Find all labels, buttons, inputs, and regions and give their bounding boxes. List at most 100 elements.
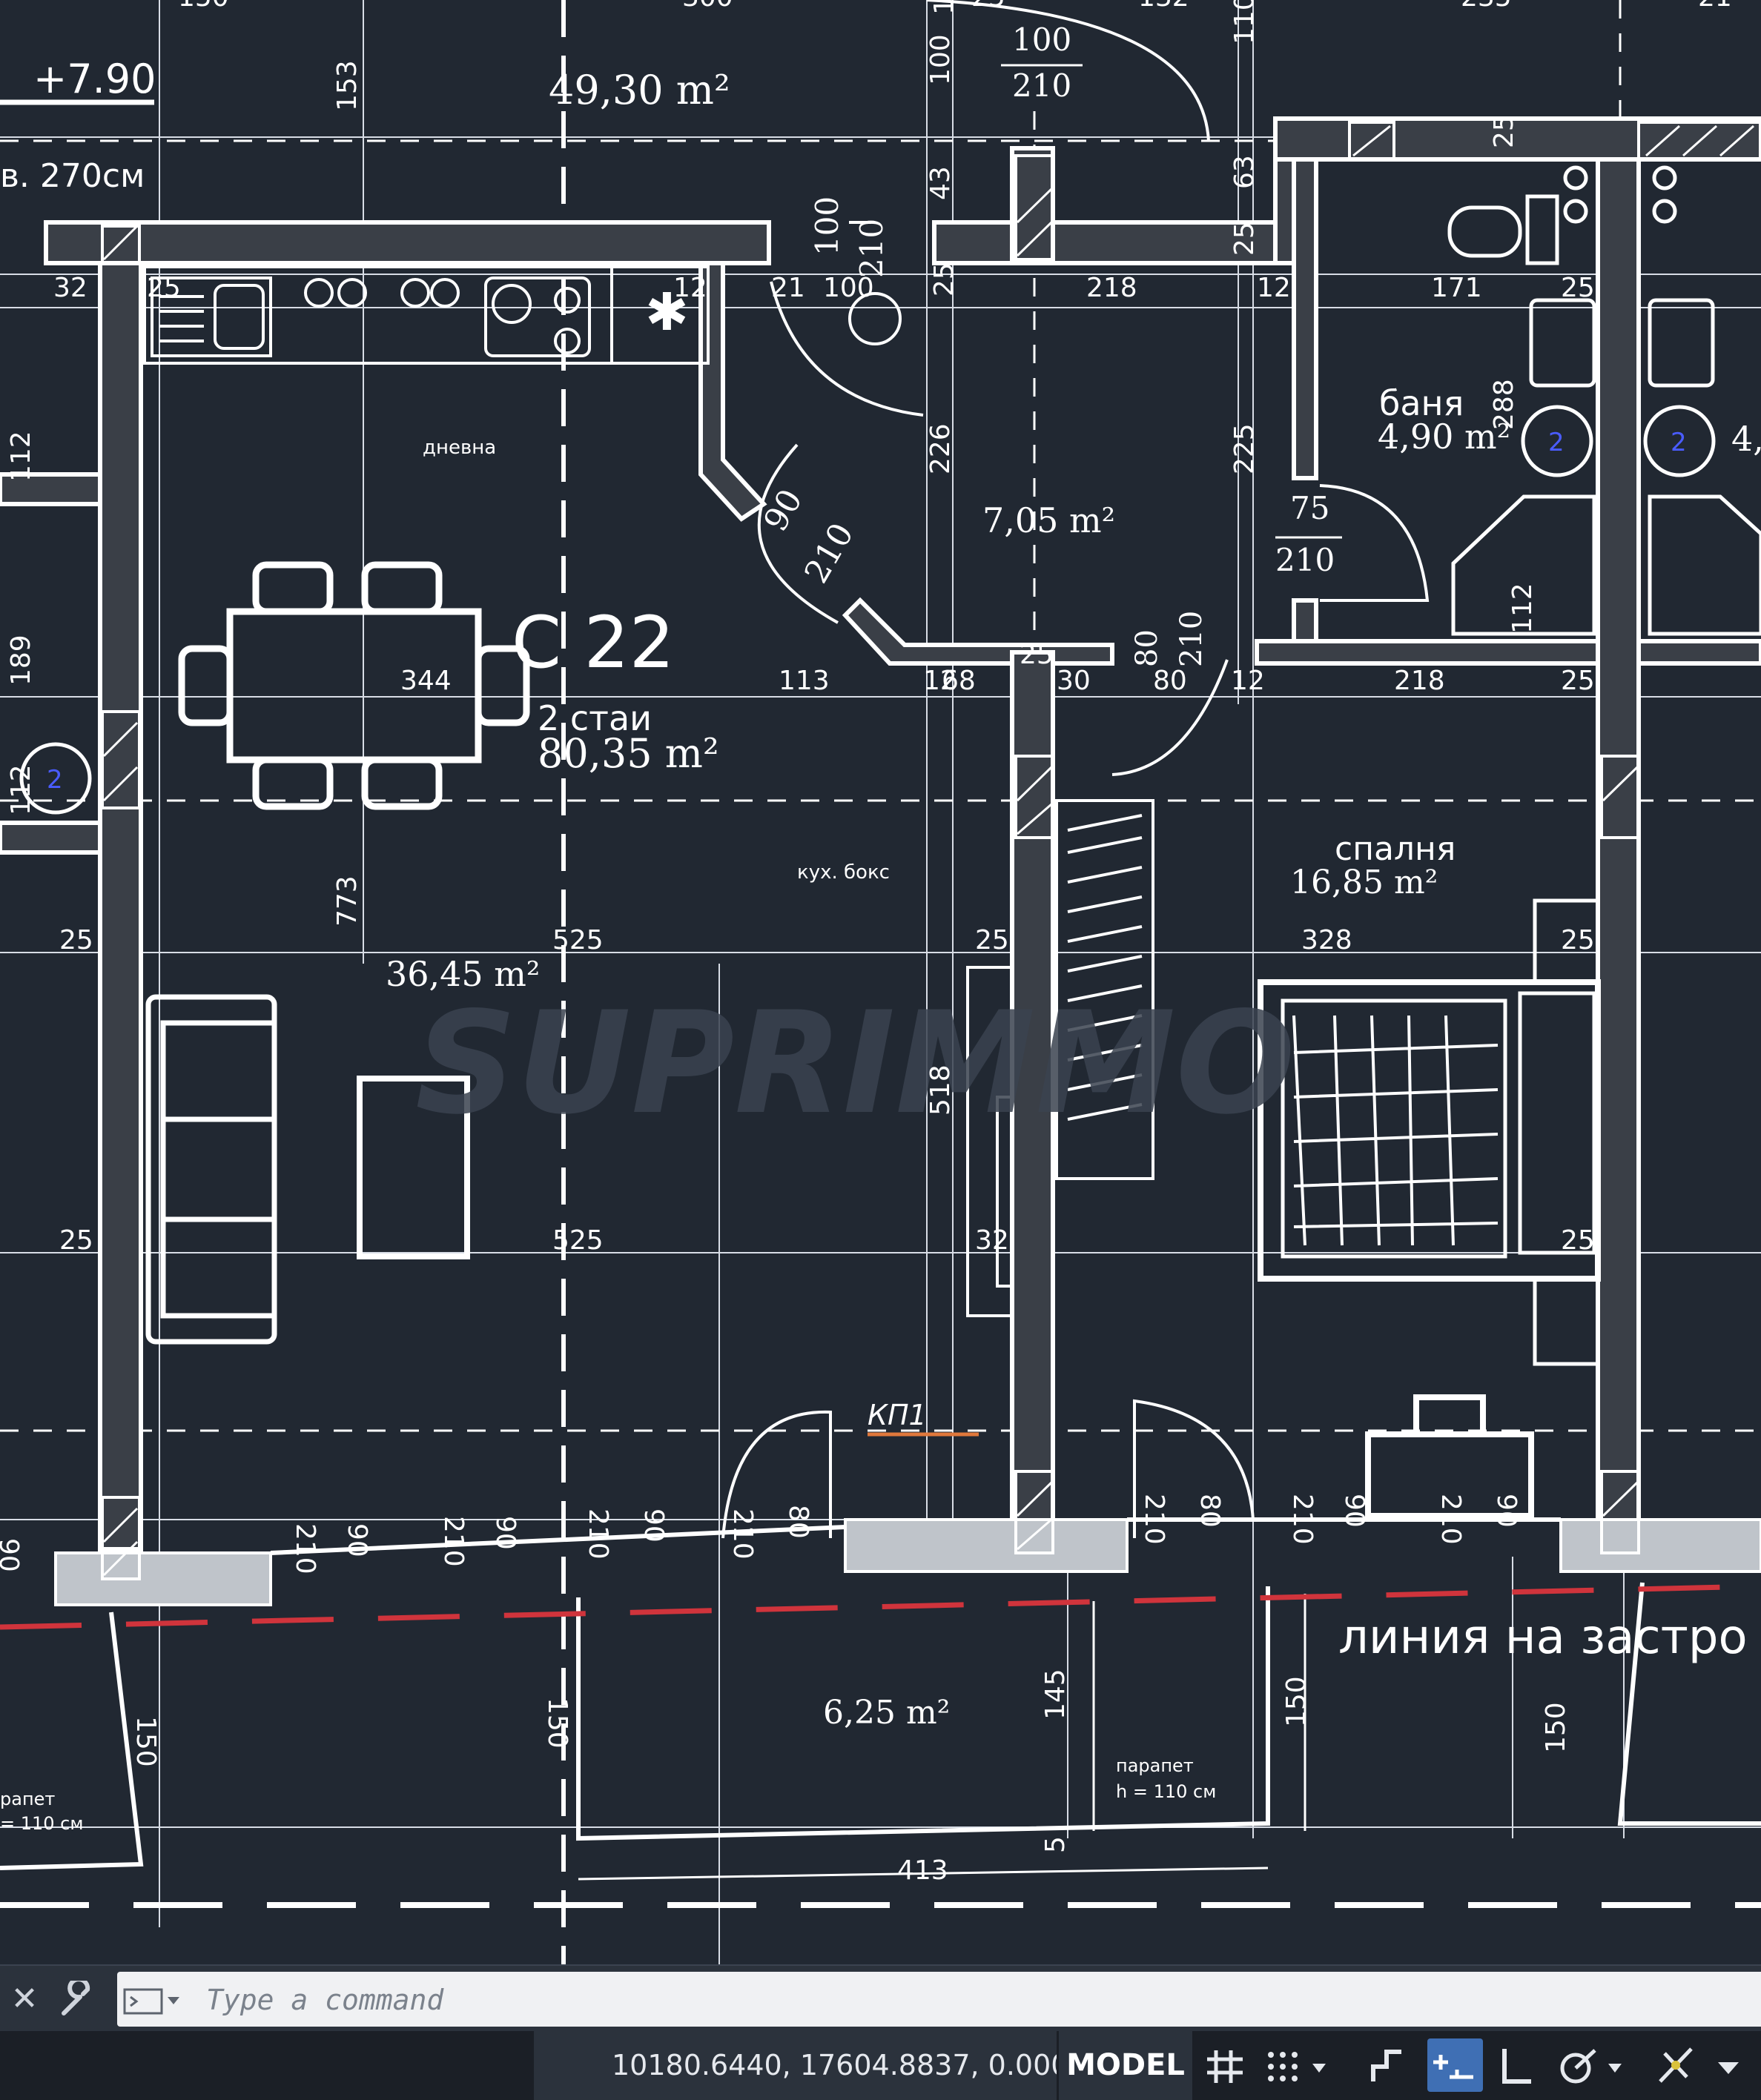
svg-text:10: 10 xyxy=(929,0,959,15)
svg-text:80: 80 xyxy=(1130,629,1164,667)
svg-text:32: 32 xyxy=(975,1225,1009,1256)
svg-text:210: 210 xyxy=(1435,1494,1466,1545)
chevron-down-icon[interactable] xyxy=(1709,2038,1754,2092)
svg-text:25: 25 xyxy=(1561,666,1595,696)
snap-mode-icon[interactable] xyxy=(1261,2038,1335,2092)
dynamic-input-icon[interactable] xyxy=(1427,2038,1483,2092)
svg-text:413: 413 xyxy=(897,1855,948,1886)
svg-text:525: 525 xyxy=(552,1225,604,1256)
grid-display-icon[interactable] xyxy=(1201,2038,1253,2092)
svg-text:12: 12 xyxy=(673,273,707,303)
infer-constraints-icon[interactable] xyxy=(1364,2038,1409,2092)
close-icon[interactable]: ✕ xyxy=(10,1980,39,2018)
object-snap-tracking-icon[interactable] xyxy=(1650,2038,1702,2092)
rooms-count: 2 стаи xyxy=(538,698,652,738)
svg-text:12: 12 xyxy=(1231,666,1265,696)
svg-text:30: 30 xyxy=(1057,666,1091,696)
svg-text:25: 25 xyxy=(59,925,93,955)
svg-text:210: 210 xyxy=(583,1508,613,1560)
wrench-icon[interactable] xyxy=(58,1977,99,2018)
svg-text:150: 150 xyxy=(178,0,229,13)
parapet-label: парапет xyxy=(1116,1755,1194,1776)
svg-text:525: 525 xyxy=(552,925,604,955)
svg-text:132: 132 xyxy=(1138,0,1189,13)
svg-text:25: 25 xyxy=(147,273,181,303)
svg-text:25: 25 xyxy=(1561,925,1595,955)
door-labels: 100 210 100 210 90 210 75 210 80 210 xyxy=(756,21,1342,667)
model-space-button[interactable]: MODEL xyxy=(1057,2031,1192,2100)
svg-text:210: 210 xyxy=(1174,611,1209,667)
svg-text:21: 21 xyxy=(1698,0,1732,13)
svg-text:210: 210 xyxy=(1275,542,1335,578)
bedroom-area: 16,85 m² xyxy=(1290,864,1438,901)
svg-text:25: 25 xyxy=(929,262,959,297)
svg-text:80: 80 xyxy=(1195,1494,1225,1528)
doors xyxy=(721,0,1430,1539)
hall-area: 7,05 m² xyxy=(982,500,1115,540)
apartment-id: С 22 xyxy=(512,601,675,684)
svg-text:210: 210 xyxy=(1139,1494,1169,1545)
dimension-grid xyxy=(0,0,1761,1964)
svg-text:150: 150 xyxy=(542,1697,572,1749)
svg-text:25: 25 xyxy=(1561,273,1595,303)
kitchen-counter xyxy=(143,221,902,365)
bath-label: баня xyxy=(1379,383,1464,423)
svg-text:75: 75 xyxy=(1290,490,1329,526)
svg-text:226: 226 xyxy=(925,423,956,474)
svg-text:25: 25 xyxy=(975,925,1009,955)
polar-tracking-icon[interactable] xyxy=(1553,2038,1631,2092)
build-line-label: линия на застро xyxy=(1338,1610,1748,1665)
svg-text:210: 210 xyxy=(853,219,890,278)
parapet-left-label: рапет xyxy=(0,1789,55,1809)
command-input[interactable] xyxy=(205,1979,1750,2021)
svg-text:68: 68 xyxy=(942,666,976,696)
section-mark: КП1 xyxy=(868,1399,927,1431)
parapet-height: h = 110 см xyxy=(1116,1781,1216,1802)
suitcase xyxy=(1365,1394,1534,1519)
ceiling-height: в. 270см xyxy=(0,157,145,195)
svg-text:210: 210 xyxy=(1012,67,1071,104)
bath-area: 4,90 m² xyxy=(1378,417,1510,457)
living-label: дневна xyxy=(423,437,496,459)
command-prompt-icon[interactable] xyxy=(123,1985,182,2015)
coordinates-readout: 10180.6440, 17604.8837, 0.0000 xyxy=(534,2031,1087,2100)
svg-text:2: 2 xyxy=(1548,428,1565,457)
walls xyxy=(0,116,1761,1606)
ortho-mode-icon[interactable] xyxy=(1494,2038,1539,2092)
svg-text:90: 90 xyxy=(490,1516,521,1550)
svg-text:100: 100 xyxy=(925,34,956,85)
dining-table xyxy=(178,561,530,810)
svg-text:218: 218 xyxy=(1394,666,1445,696)
svg-text:90: 90 xyxy=(342,1523,372,1557)
status-bar: 10180.6440, 17604.8837, 0.0000 MODEL xyxy=(0,2031,1761,2100)
living-area: 36,45 m² xyxy=(386,954,540,994)
svg-text:2: 2 xyxy=(1671,428,1687,457)
svg-text:12: 12 xyxy=(923,666,957,696)
svg-text:328: 328 xyxy=(1301,925,1352,955)
svg-text:90: 90 xyxy=(1491,1494,1522,1528)
svg-text:300: 300 xyxy=(682,0,733,13)
svg-text:113: 113 xyxy=(779,666,830,696)
svg-text:110: 110 xyxy=(1229,0,1260,44)
svg-text:344: 344 xyxy=(400,666,452,696)
total-area: 80,35 m² xyxy=(538,730,719,777)
watermark: SUPRIMMO xyxy=(415,981,1295,1145)
svg-text:171: 171 xyxy=(1431,273,1482,303)
svg-text:112: 112 xyxy=(1507,583,1538,634)
command-input-wrap xyxy=(117,1972,1761,2027)
svg-text:25: 25 xyxy=(1020,640,1054,670)
svg-text:25: 25 xyxy=(59,1225,93,1256)
svg-text:112: 112 xyxy=(6,431,36,482)
svg-text:80: 80 xyxy=(1153,666,1187,696)
svg-text:210: 210 xyxy=(438,1516,469,1567)
svg-text:210: 210 xyxy=(290,1523,320,1574)
drawing-canvas[interactable]: ✱ xyxy=(0,0,1761,1964)
svg-text:21: 21 xyxy=(771,273,805,303)
svg-text:112: 112 xyxy=(6,764,36,815)
svg-text:153: 153 xyxy=(332,60,363,111)
svg-text:100: 100 xyxy=(823,273,874,303)
columns xyxy=(101,121,1761,1580)
parapet-left-height: = 110 см xyxy=(0,1813,83,1834)
svg-text:150: 150 xyxy=(1541,1702,1571,1753)
svg-text:150: 150 xyxy=(130,1716,161,1767)
